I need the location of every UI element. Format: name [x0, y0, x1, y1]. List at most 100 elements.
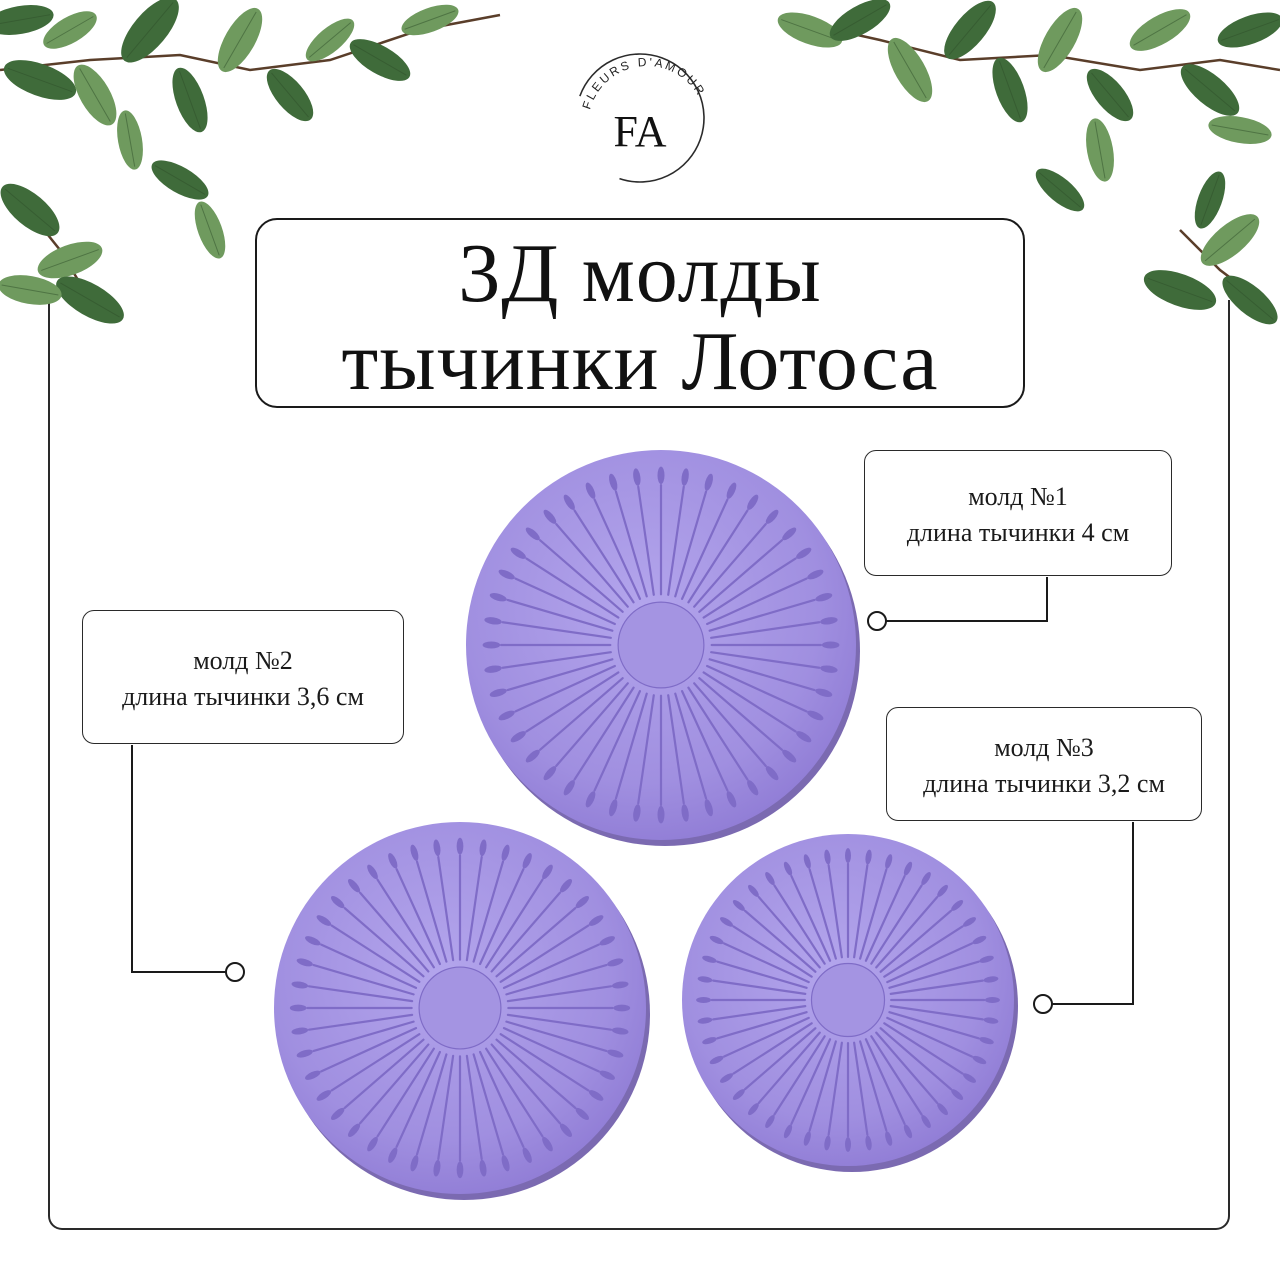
stamen-groove — [312, 963, 415, 996]
stamen-groove — [674, 692, 708, 800]
stamen-groove — [706, 664, 808, 713]
stamen-groove — [853, 1041, 869, 1136]
stamen-head — [410, 1155, 419, 1172]
stamen-head — [963, 1073, 976, 1083]
leaf-vein — [1038, 172, 1082, 208]
stamen-groove — [485, 1047, 544, 1138]
stamen-groove — [330, 1033, 421, 1092]
stamen-groove — [501, 651, 612, 669]
stamen-head — [607, 1049, 624, 1058]
leaf-vein — [0, 14, 51, 25]
stamen-groove — [808, 868, 837, 960]
stamen-groove — [505, 963, 608, 996]
leaf-vein — [1204, 218, 1256, 262]
stamen-groove — [859, 1040, 888, 1132]
stamen-head — [542, 1136, 553, 1152]
stamen-head — [979, 1037, 994, 1045]
stamen-head — [484, 617, 502, 625]
stamen-groove — [614, 692, 648, 800]
stamen-head — [599, 936, 615, 946]
leaf-vein — [271, 72, 309, 118]
stamen-head — [782, 527, 797, 541]
stamen-groove — [506, 598, 614, 632]
stamen-head — [697, 976, 713, 983]
stamen-head — [732, 900, 745, 911]
stamen-head — [765, 1115, 775, 1128]
stamen-groove — [415, 1053, 448, 1156]
stamen-head — [704, 473, 713, 491]
leaf-vein — [404, 10, 456, 30]
stamen-groove — [687, 509, 749, 604]
stamen-head — [347, 1123, 361, 1137]
stamen-head — [903, 861, 913, 876]
logo-monogram: FA — [614, 107, 667, 156]
stamen-groove — [437, 1054, 455, 1161]
stamen-head — [479, 839, 487, 857]
stamen-groove — [395, 868, 442, 966]
stamen-groove — [687, 686, 749, 781]
mold-2-length: длина тычинки 3,6 см — [122, 682, 364, 711]
stamen-head — [885, 854, 893, 869]
mold-1-length: длина тычинки 4 см — [906, 518, 1130, 547]
stamen-head — [588, 915, 604, 926]
stamen-groove — [875, 896, 939, 969]
stamen-head — [702, 1037, 717, 1045]
leaf-vein — [154, 165, 206, 195]
stamen-head — [983, 1017, 999, 1024]
stamen-head — [697, 1017, 713, 1024]
leaf-vein — [126, 2, 174, 58]
leaf-vein — [1091, 72, 1129, 118]
stamen-head — [296, 1049, 313, 1058]
mold-center — [418, 966, 502, 1050]
stamen-groove — [757, 896, 821, 969]
stamen-head — [720, 1073, 733, 1083]
leaf-vein — [1200, 174, 1220, 226]
stamen-head — [559, 1123, 573, 1137]
stamen-groove — [888, 1011, 980, 1040]
stamen-head — [559, 879, 573, 893]
stamen-head — [903, 1124, 913, 1139]
stamen-groove — [415, 860, 448, 963]
stamen-groove — [359, 1043, 430, 1125]
stamen-groove — [886, 1016, 973, 1058]
stamen-head — [726, 482, 737, 499]
stamen-head — [824, 1135, 831, 1151]
stamen-head — [484, 665, 502, 673]
stamen-head — [613, 1004, 631, 1012]
leaf-vein — [1094, 121, 1106, 179]
stamen-head — [803, 854, 811, 869]
leaf-vein — [308, 22, 352, 58]
stamen-head — [482, 641, 501, 649]
leaf-vein — [833, 4, 887, 36]
stamen-head — [765, 509, 779, 524]
stamen-groove — [886, 942, 973, 984]
stamen-head — [921, 1115, 931, 1128]
stamen-groove — [490, 891, 561, 973]
stamen-groove — [320, 1026, 418, 1073]
stamen-groove — [485, 878, 544, 969]
stamen-groove — [437, 855, 455, 962]
stamen-head — [937, 884, 948, 897]
stamen-groove — [395, 1050, 442, 1148]
stamen-groove — [376, 1047, 435, 1138]
stamen-groove — [555, 682, 629, 767]
stamen-groove — [478, 1050, 525, 1148]
stamen-head — [291, 1027, 309, 1035]
stamen-head — [921, 872, 931, 885]
mold-center — [617, 601, 705, 689]
stamen-head — [433, 1159, 441, 1177]
leaf-vein — [948, 4, 992, 56]
mold-3-length: длина тычинки 3,2 см — [923, 769, 1165, 798]
stamen-groove — [883, 1022, 964, 1075]
stamen-head — [609, 799, 618, 817]
stamen-head — [575, 1107, 589, 1121]
stamen-groove — [870, 884, 923, 965]
stamen-head — [820, 665, 838, 673]
stamen-head — [525, 527, 540, 541]
stamen-groove — [490, 1043, 561, 1125]
stamen-head — [599, 1070, 615, 1080]
leaf-vein — [1221, 19, 1279, 41]
stamen-groove — [674, 490, 708, 598]
stamen-head — [542, 864, 553, 880]
stamen-groove — [539, 677, 624, 751]
